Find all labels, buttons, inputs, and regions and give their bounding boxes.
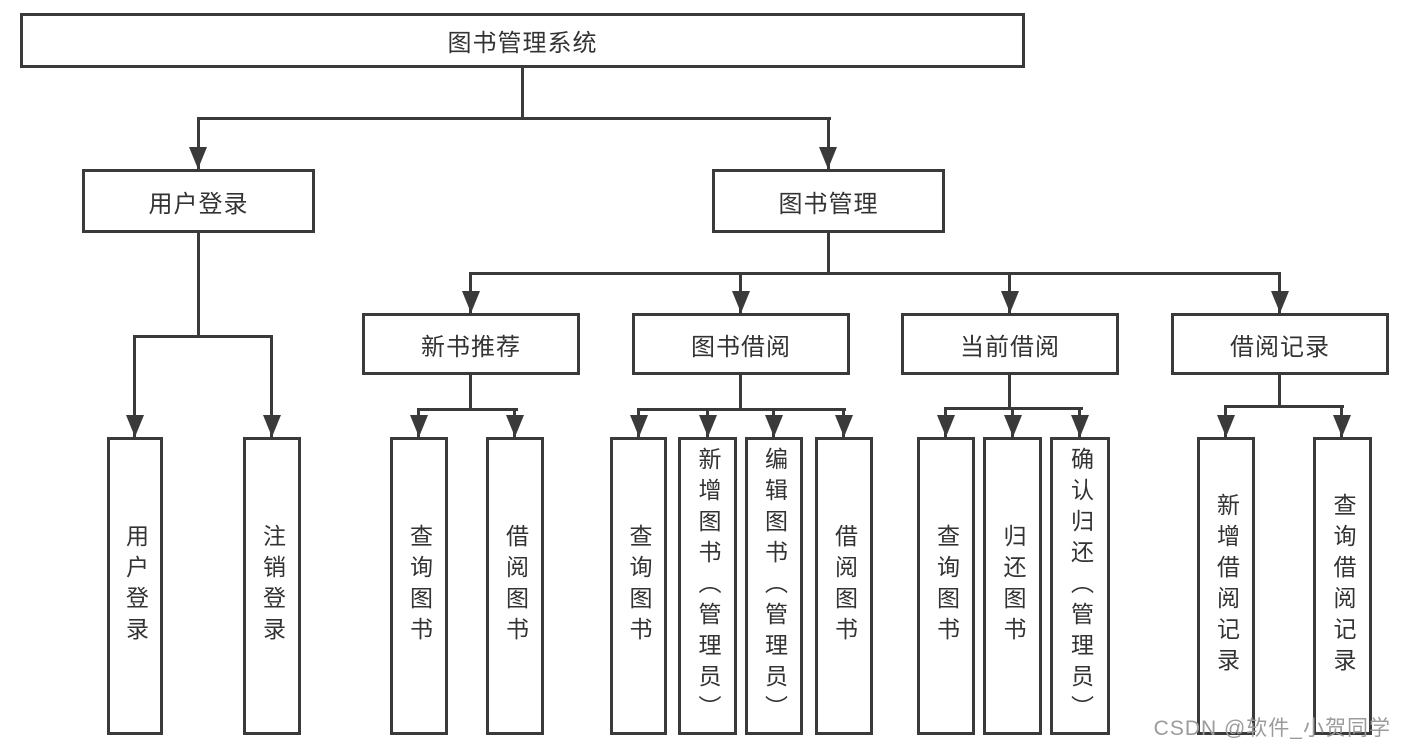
csdn-watermark: CSDN @软件_小贺同学 (1153, 717, 1391, 740)
connector-line (827, 117, 830, 169)
leaf-return-book: 归还图书 (983, 437, 1042, 735)
arrow-down-icon (1271, 291, 1289, 313)
arrow-down-icon (189, 147, 207, 169)
node-label: 当前借阅 (960, 333, 1060, 361)
arrow-down-icon (1004, 415, 1022, 437)
node-book-borrow: 图书借阅 (632, 313, 850, 375)
node-label: 借阅图书 (831, 524, 858, 648)
leaf-borrow-book-recommend: 借阅图书 (486, 437, 544, 735)
leaf-query-book-borrow: 查询图书 (610, 437, 667, 735)
node-label: 确认归还（管理员） (1067, 446, 1094, 726)
arrow-down-icon (410, 415, 428, 437)
leaf-confirm-return-admin: 确认归还（管理员） (1050, 437, 1110, 735)
arrow-down-icon (732, 291, 750, 313)
connector-line (469, 272, 1281, 275)
connector-line (1008, 375, 1011, 410)
leaf-logout: 注销登录 (243, 437, 301, 735)
node-label: 图书借阅 (691, 333, 791, 361)
arrow-down-icon (630, 415, 648, 437)
arrow-down-icon (506, 415, 524, 437)
connector-line (827, 233, 830, 275)
arrow-down-icon (1217, 415, 1235, 437)
node-library-management-system: 图书管理系统 (20, 13, 1025, 68)
connector-line (270, 335, 273, 437)
node-label: 注销登录 (259, 524, 286, 648)
leaf-add-borrow-record: 新增借阅记录 (1197, 437, 1255, 735)
node-user-login: 用户登录 (82, 169, 315, 233)
leaf-add-book-admin: 新增图书（管理员） (678, 437, 737, 735)
arrow-down-icon (126, 415, 144, 437)
connector-line (417, 408, 518, 411)
connector-line (197, 233, 200, 338)
arrow-down-icon (1001, 291, 1019, 313)
connector-line (197, 117, 200, 169)
node-label: 用户登录 (122, 524, 149, 648)
node-label: 查询图书 (933, 524, 960, 648)
leaf-query-borrow-record: 查询借阅记录 (1313, 437, 1372, 735)
arrow-down-icon (263, 415, 281, 437)
node-label: 查询图书 (406, 524, 433, 648)
arrow-down-icon (1333, 415, 1351, 437)
node-label: 借阅记录 (1230, 333, 1330, 361)
node-label: 用户登录 (148, 190, 249, 218)
connector-line (133, 335, 273, 338)
arrow-down-icon (699, 415, 717, 437)
node-new-book-recommend: 新书推荐 (362, 313, 580, 375)
node-book-management: 图书管理 (712, 169, 945, 233)
connector-line (1224, 405, 1344, 408)
node-borrow-record: 借阅记录 (1171, 313, 1389, 375)
leaf-borrow-book: 借阅图书 (815, 437, 873, 735)
connector-line (521, 68, 524, 120)
node-label: 新书推荐 (421, 333, 521, 361)
arrow-down-icon (835, 415, 853, 437)
leaf-query-book-current: 查询图书 (917, 437, 975, 735)
node-label: 图书管理 (778, 190, 879, 218)
node-label: 图书管理系统 (447, 30, 598, 57)
connector-line (739, 375, 742, 411)
arrow-down-icon (819, 147, 837, 169)
leaf-query-book-recommend: 查询图书 (390, 437, 448, 735)
node-label: 新增借阅记录 (1213, 493, 1240, 679)
leaf-edit-book-admin: 编辑图书（管理员） (745, 437, 803, 735)
leaf-user-login: 用户登录 (107, 437, 163, 735)
node-label: 查询借阅记录 (1330, 493, 1356, 679)
connector-line (133, 335, 136, 437)
arrow-down-icon (1071, 415, 1089, 437)
node-label: 归还图书 (1000, 524, 1026, 648)
connector-line (637, 408, 846, 411)
node-label: 编辑图书（管理员） (761, 446, 788, 726)
node-label: 新增图书（管理员） (695, 446, 721, 726)
connector-line (197, 117, 831, 120)
node-current-borrow: 当前借阅 (901, 313, 1119, 375)
connector-line (469, 375, 472, 411)
node-label: 借阅图书 (502, 524, 529, 648)
node-label: 查询图书 (626, 524, 652, 648)
arrow-down-icon (937, 415, 955, 437)
connector-line (1278, 375, 1281, 408)
arrow-down-icon (765, 415, 783, 437)
arrow-down-icon (462, 291, 480, 313)
